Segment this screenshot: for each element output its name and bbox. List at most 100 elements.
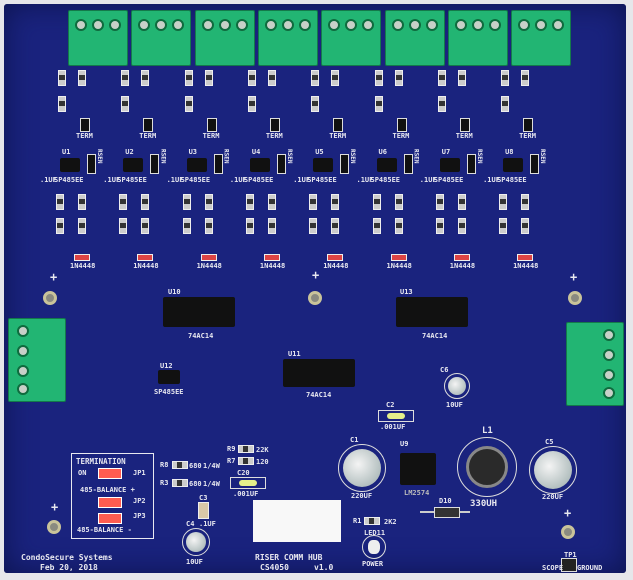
r3-value: 680 — [189, 480, 202, 488]
smd-resistor — [311, 70, 320, 86]
u9-part: LM2574 — [404, 489, 430, 497]
power-led — [362, 535, 386, 559]
smd-resistor — [245, 218, 254, 234]
jumper-jp1[interactable] — [98, 468, 122, 479]
r7-ref: R7 — [227, 457, 236, 465]
c3-ref: C3 — [199, 494, 208, 502]
terminal-screw — [488, 19, 501, 31]
term-label: TERM — [265, 132, 283, 140]
transceiver-chip — [439, 158, 460, 172]
smd-resistor — [141, 194, 150, 210]
diode — [390, 254, 407, 261]
channel-column: TERM U6 SP485EE .1UF RSEN 1N4448 — [357, 70, 421, 270]
diode — [327, 254, 344, 261]
smd-resistor — [331, 70, 340, 86]
terminal-block — [511, 10, 572, 66]
terminal-screw — [172, 19, 185, 31]
tp1-ground-label: GROUND — [577, 564, 603, 572]
channel-column: TERM U1 SP485EE .1UF RSEN 1N4448 — [40, 70, 104, 270]
jp3-label: JP3 — [133, 512, 146, 520]
rsen-jumper[interactable] — [150, 154, 160, 174]
smd-resistor — [184, 96, 193, 112]
rsen-jumper[interactable] — [213, 154, 223, 174]
r8 — [172, 461, 188, 469]
plus-mark: + — [50, 270, 58, 284]
termination-title: TERMINATION — [76, 457, 126, 466]
smd-resistor — [394, 218, 403, 234]
channel-column: TERM U5 SP485EE .1UF RSEN 1N4448 — [293, 70, 357, 270]
terminal-screw — [471, 19, 484, 31]
diode — [453, 254, 470, 261]
chip-ref: U2 — [125, 148, 134, 156]
smd-resistor — [204, 70, 213, 86]
tp1-testpoint[interactable] — [561, 558, 577, 572]
term-jumper[interactable] — [523, 118, 534, 132]
cap-value: .1UF — [419, 176, 437, 184]
smd-resistor — [121, 70, 130, 86]
smd-resistor — [78, 194, 86, 210]
jumper-jp2[interactable] — [98, 497, 122, 508]
channel-column: TERM U7 SP485EE .1UF RSEN 1N4448 — [420, 70, 484, 270]
transceiver-chip — [123, 158, 144, 172]
smd-resistor — [501, 96, 510, 112]
chip-ref: U4 — [251, 148, 261, 156]
rsen-jumper[interactable] — [530, 154, 540, 174]
rsen-jumper[interactable] — [87, 154, 96, 174]
diode-part: 1N4448 — [323, 262, 349, 270]
led-label: POWER — [362, 560, 384, 568]
terminal-screw — [235, 19, 248, 31]
blank-label-area — [253, 500, 341, 542]
term-jumper[interactable] — [333, 118, 344, 132]
smd-resistor — [247, 70, 256, 86]
term-jumper[interactable] — [80, 118, 90, 132]
r1-ref: R1 — [353, 517, 362, 525]
tp1-scope-label: SCOPE — [542, 564, 564, 572]
smd-resistor — [121, 96, 130, 112]
c5-value: 220UF — [542, 493, 564, 501]
rsen-label: RSEN — [539, 149, 547, 164]
terminal-screw — [345, 19, 358, 31]
smd-resistor — [78, 70, 86, 86]
chip-ref: U8 — [505, 148, 514, 156]
c6-capacitor — [444, 373, 470, 399]
term-jumper[interactable] — [143, 118, 154, 132]
u9-chip — [400, 453, 436, 485]
smd-resistor — [394, 194, 403, 210]
chip-part: SP485EE — [433, 176, 464, 184]
board-title: RISER COMM HUB — [255, 553, 323, 562]
termination-box — [71, 453, 154, 539]
diode-part: 1N4448 — [133, 262, 159, 270]
cap-value: .1UF — [40, 176, 57, 184]
u9-ref: U9 — [400, 440, 409, 448]
rsen-jumper[interactable] — [403, 154, 413, 174]
rsen-label: RSEN — [159, 149, 167, 164]
rsen-jumper[interactable] — [466, 154, 476, 174]
l1-ref: L1 — [482, 426, 493, 436]
term-jumper[interactable] — [206, 118, 217, 132]
rsen-jumper[interactable] — [276, 154, 286, 174]
term-jumper[interactable] — [396, 118, 407, 132]
term-label: TERM — [455, 132, 473, 140]
chip-part: SP485EE — [497, 176, 527, 184]
terminal-screw — [75, 19, 87, 31]
chip-part: SP485EE — [307, 176, 337, 184]
smd-resistor — [309, 194, 318, 210]
r1 — [364, 517, 380, 525]
r8-value: 680 — [189, 462, 202, 470]
terminal-block — [447, 10, 508, 66]
term-jumper[interactable] — [269, 118, 280, 132]
smd-resistor — [245, 194, 254, 210]
r3-ref: R3 — [160, 479, 169, 487]
u13-chip — [396, 297, 468, 327]
jumper-jp3[interactable] — [98, 513, 122, 524]
plus-mark: + — [312, 268, 320, 282]
smd-resistor — [267, 218, 276, 234]
chip-ref: U3 — [188, 148, 198, 156]
u11-part: 74AC14 — [306, 391, 332, 399]
rsen-jumper[interactable] — [340, 154, 350, 174]
term-jumper[interactable] — [459, 118, 470, 132]
rsen-label: RSEN — [349, 149, 357, 164]
version: v1.0 — [314, 563, 334, 572]
terminal-screw — [155, 19, 168, 31]
term-label: TERM — [392, 132, 410, 140]
